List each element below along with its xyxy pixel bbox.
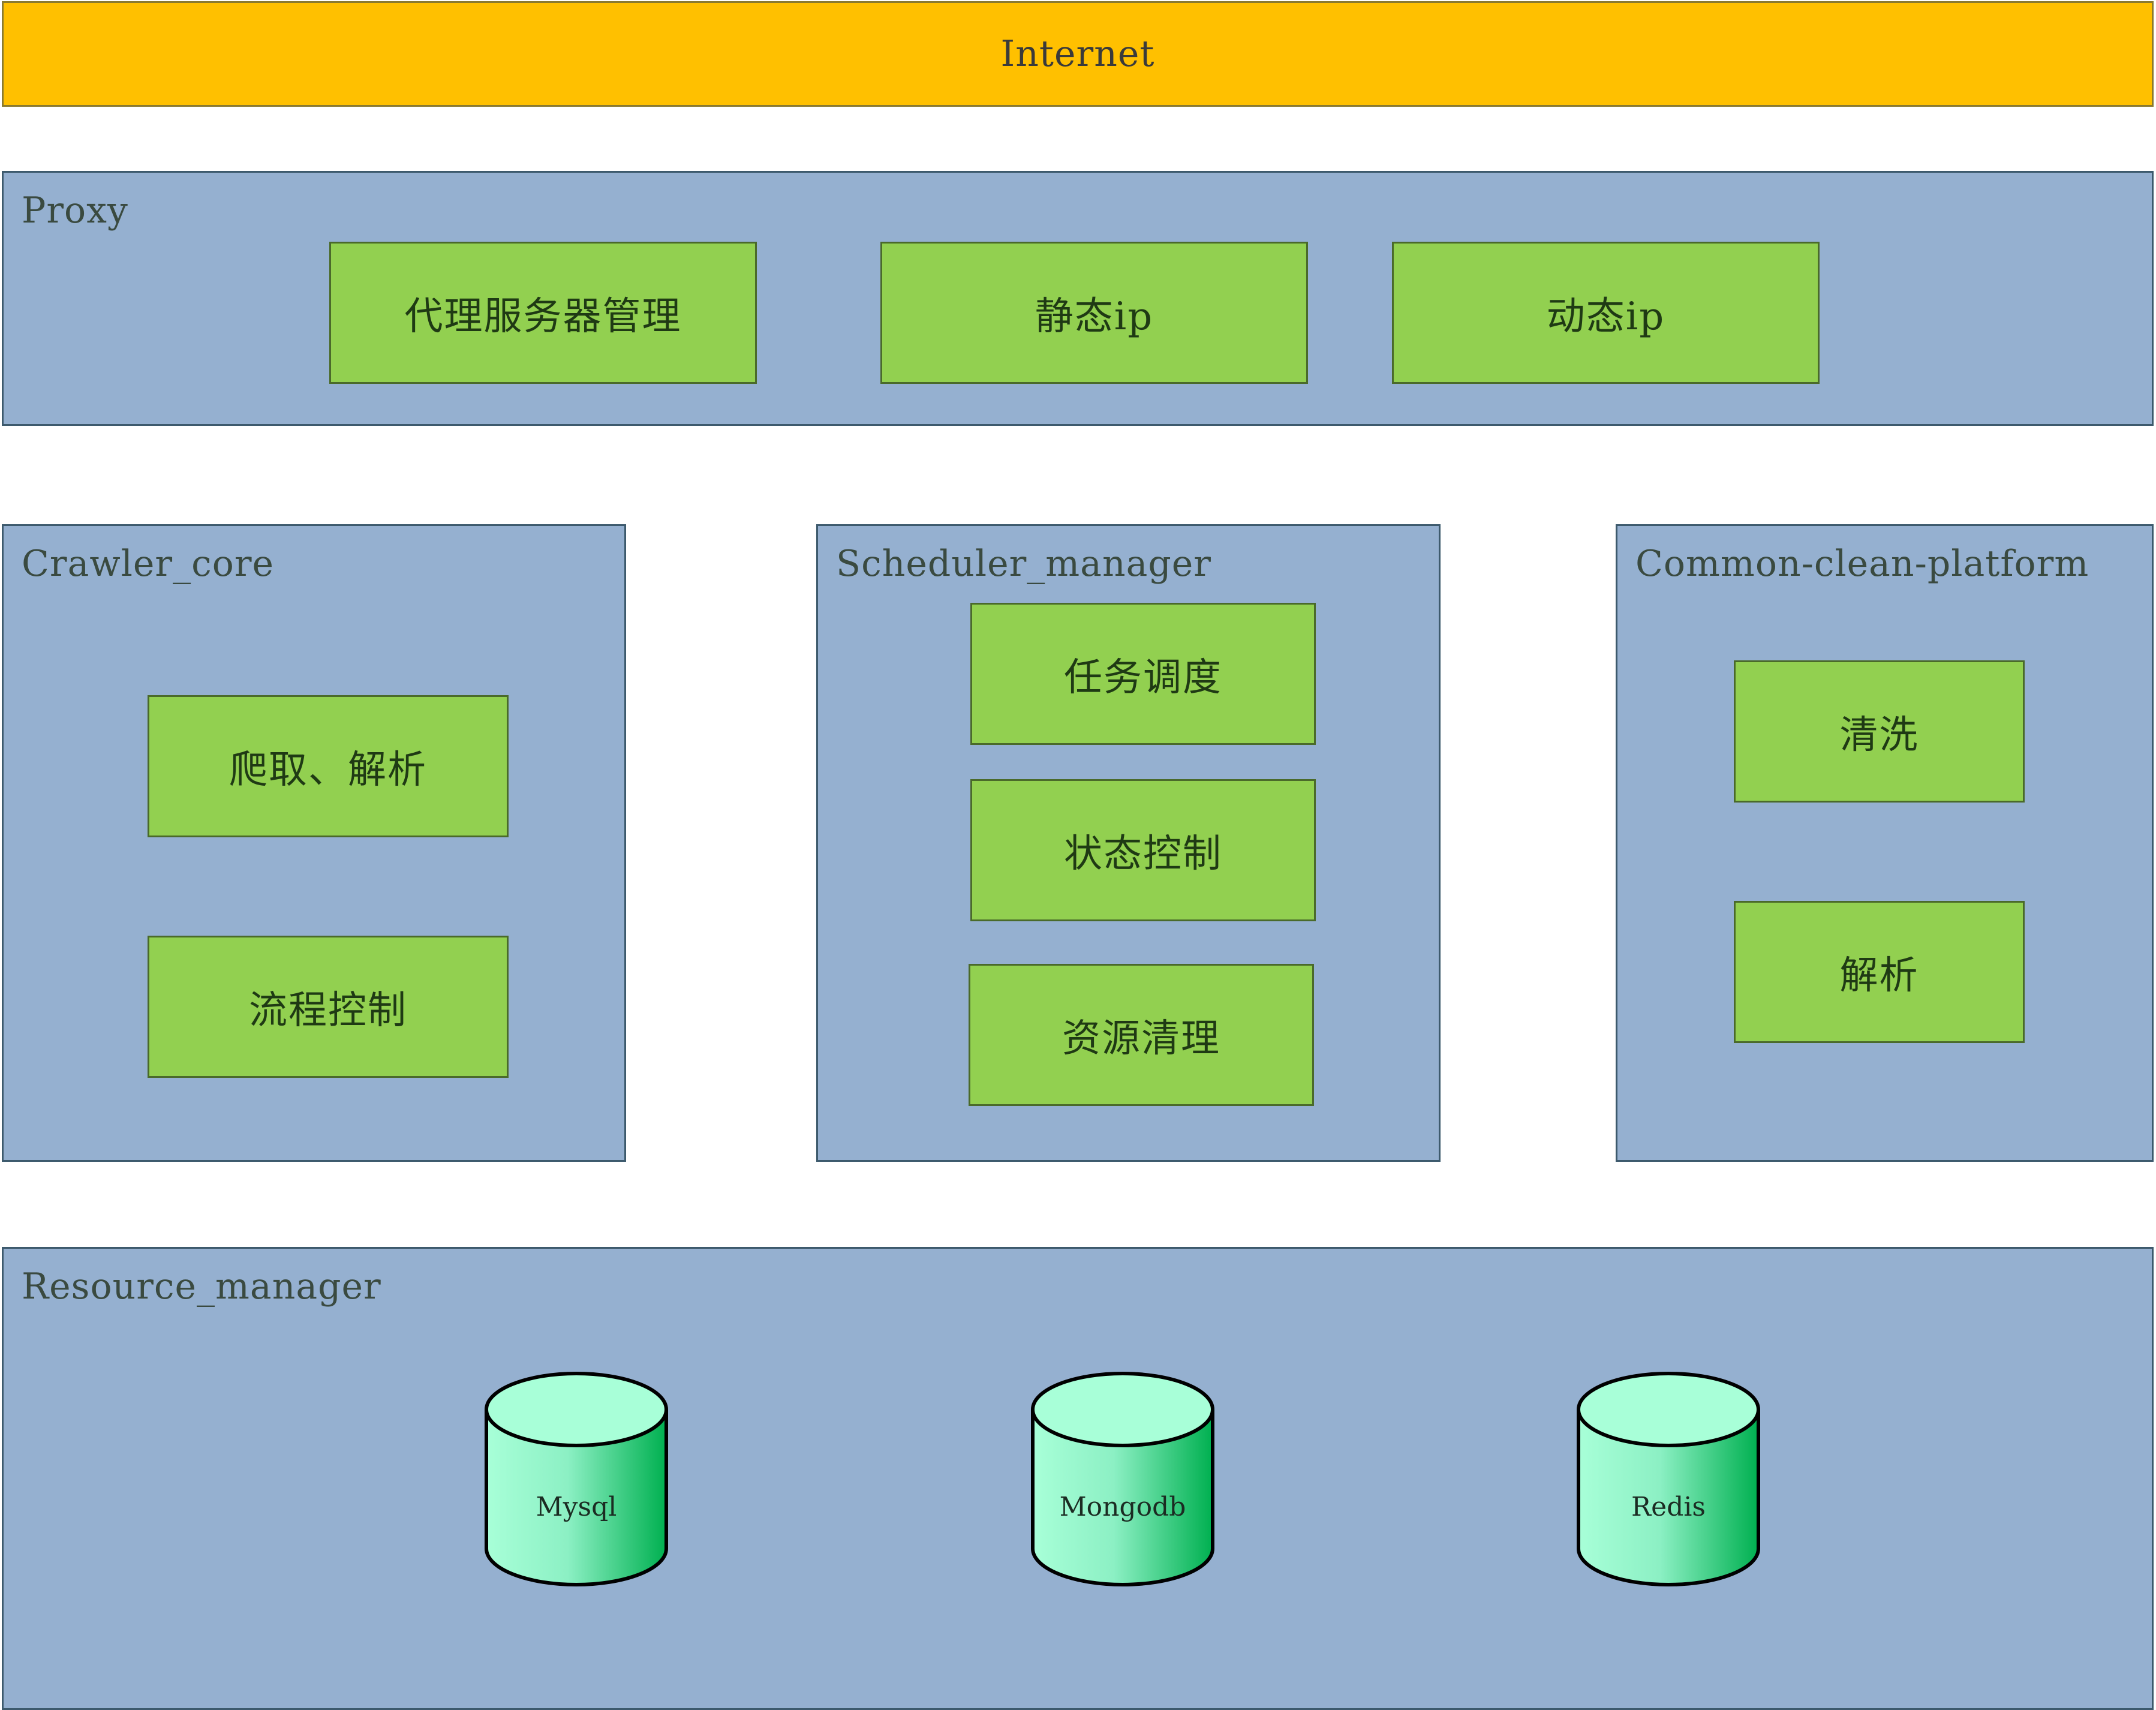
proxy-server-management-module: 代理服务器管理 xyxy=(329,242,757,384)
module-label: 代理服务器管理 xyxy=(404,294,682,339)
module-label: 静态ip xyxy=(1035,294,1154,339)
mysql-database-icon: Mysql xyxy=(483,1369,669,1591)
common-clean-platform-group: Common-clean-platform 清洗 解析 xyxy=(1616,524,2154,1162)
internet-layer: Internet xyxy=(2,1,2154,107)
module-label: 动态ip xyxy=(1546,294,1665,339)
module-label: 解析 xyxy=(1839,953,1919,998)
resource-manager-layer: Resource_manager Mysql xyxy=(2,1247,2154,1710)
task-scheduling-module: 任务调度 xyxy=(970,603,1316,745)
module-label: 状态控制 xyxy=(1064,831,1222,876)
crawl-parse-module: 爬取、解析 xyxy=(148,695,509,837)
module-label: 爬取、解析 xyxy=(229,747,427,792)
database-label: Mysql xyxy=(536,1492,617,1522)
parsing-module: 解析 xyxy=(1734,901,2025,1043)
resource-manager-title: Resource_manager xyxy=(22,1266,381,1308)
module-label: 流程控制 xyxy=(249,988,407,1033)
internet-label: Internet xyxy=(1000,33,1155,75)
database-label: Redis xyxy=(1631,1492,1706,1522)
proxy-title: Proxy xyxy=(22,190,128,232)
redis-database-icon: Redis xyxy=(1575,1369,1761,1591)
proxy-layer: Proxy 代理服务器管理 静态ip 动态ip xyxy=(2,171,2154,426)
module-label: 资源清理 xyxy=(1062,1016,1220,1061)
database-label: Mongodb xyxy=(1059,1492,1186,1522)
common-clean-platform-title: Common-clean-platform xyxy=(1635,543,2089,585)
crawler-core-title: Crawler_core xyxy=(22,543,275,585)
state-control-module: 状态控制 xyxy=(970,779,1316,921)
module-label: 清洗 xyxy=(1839,713,1919,758)
dynamic-ip-module: 动态ip xyxy=(1392,242,1820,384)
cleaning-module: 清洗 xyxy=(1734,660,2025,803)
scheduler-manager-title: Scheduler_manager xyxy=(836,543,1211,585)
resource-cleanup-module: 资源清理 xyxy=(969,964,1314,1106)
mongodb-database-icon: Mongodb xyxy=(1030,1369,1216,1591)
scheduler-manager-group: Scheduler_manager 任务调度 状态控制 资源清理 xyxy=(816,524,1441,1162)
crawler-core-group: Crawler_core 爬取、解析 流程控制 xyxy=(2,524,626,1162)
module-label: 任务调度 xyxy=(1064,655,1222,700)
flow-control-module: 流程控制 xyxy=(148,936,509,1078)
static-ip-module: 静态ip xyxy=(880,242,1308,384)
